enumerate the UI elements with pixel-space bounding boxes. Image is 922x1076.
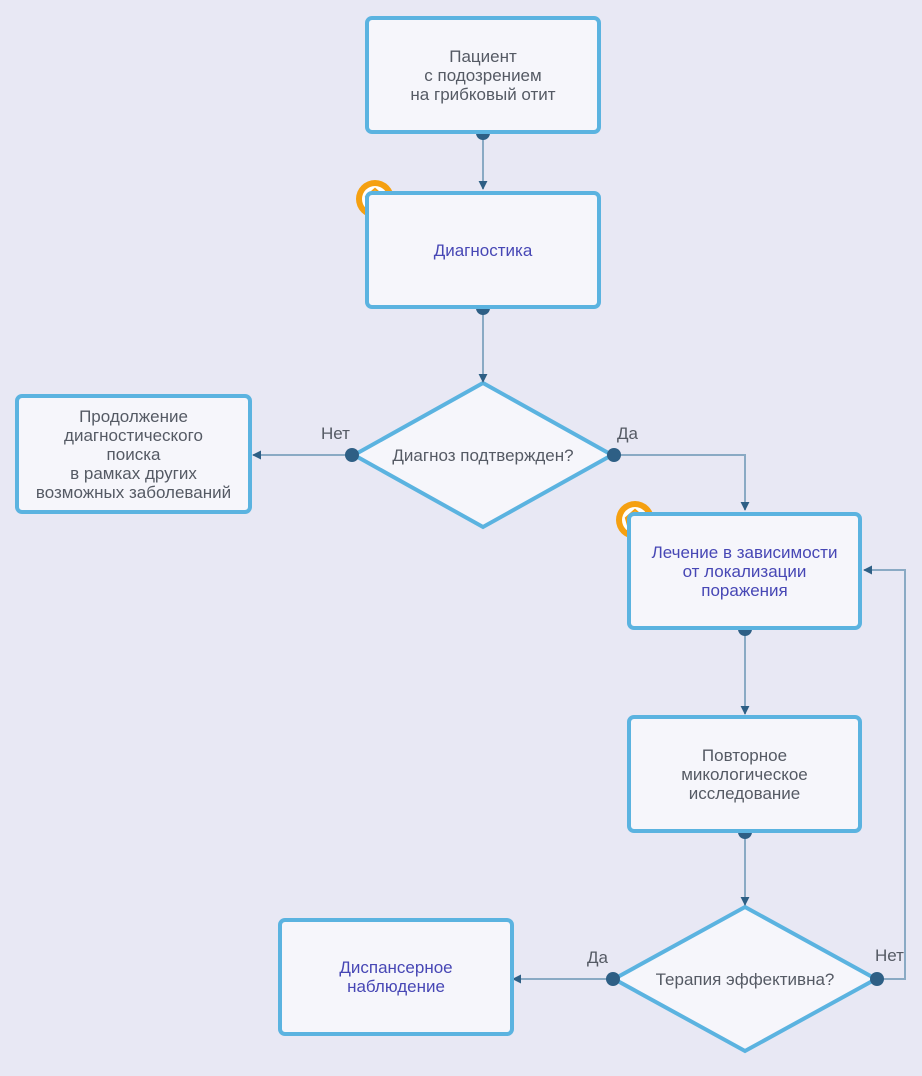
node-diagnostics[interactable]: Диагностика xyxy=(365,191,601,309)
edge-label-therapy-no: Нет xyxy=(875,946,904,965)
node-repeat-study: Повторное микологическое исследование xyxy=(627,715,862,833)
diagnosis-decision-label: Диагноз подтвержден? xyxy=(392,445,574,465)
connector-dot xyxy=(870,972,884,986)
edge-label-therapy-yes: Да xyxy=(587,948,608,967)
edge-therapy-no xyxy=(863,565,906,980)
connector-dot xyxy=(345,448,359,462)
node-followup[interactable]: Диспансерное наблюдение xyxy=(278,918,514,1036)
edge-decision-yes xyxy=(614,454,750,511)
node-patient: Пациент с подозрением на грибковый отит xyxy=(365,16,601,134)
therapy-decision-diamond xyxy=(609,904,881,1054)
edge-label-diag-yes: Да xyxy=(617,424,638,443)
therapy-decision-label: Терапия эффективна? xyxy=(655,969,835,989)
diagnosis-decision-diamond xyxy=(349,380,617,530)
edge-label-diag-no: Нет xyxy=(321,424,350,443)
node-continue-search: Продолжение диагностического поиска в ра… xyxy=(15,394,252,514)
connector-dot xyxy=(606,972,620,986)
node-treatment[interactable]: Лечение в зависимости от локализации пор… xyxy=(627,512,862,630)
connector-dot xyxy=(607,448,621,462)
